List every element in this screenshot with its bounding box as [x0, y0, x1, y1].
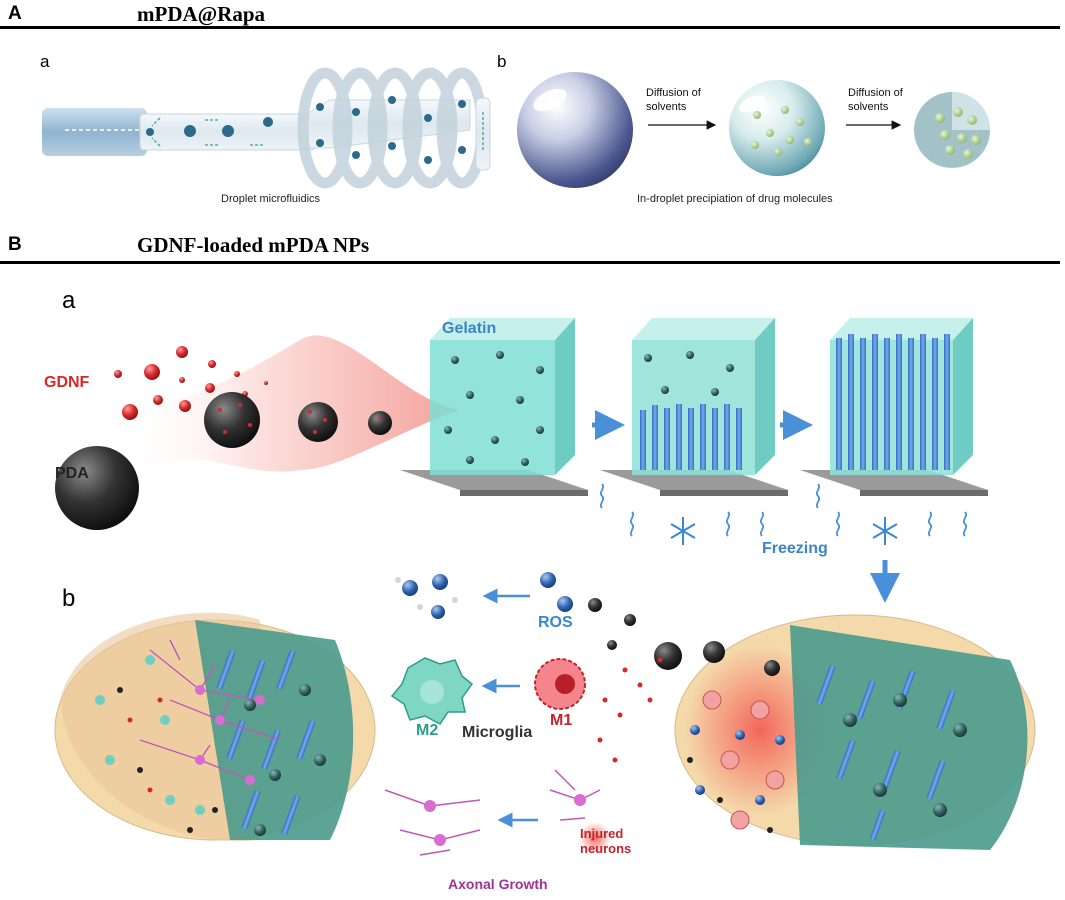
diffusion-label-1: Diffusion of solvents — [646, 86, 701, 114]
label-ros: ROS — [538, 614, 573, 631]
diffusion-label-2-line1: Diffusion of — [848, 87, 903, 99]
precipitating-droplet — [729, 80, 825, 176]
label-injured-neurons: Injured neurons — [580, 826, 631, 856]
gelatin-cube — [400, 318, 588, 496]
neurons — [384, 769, 601, 856]
diffusion-label-1-line2: solvents — [646, 101, 687, 113]
m2-microglia — [390, 657, 474, 725]
diffusion-label-1-line1: Diffusion of — [646, 87, 701, 99]
pda-nanoparticle — [55, 446, 139, 530]
gdnf-loading — [55, 335, 460, 530]
frozen-cube — [800, 318, 988, 496]
panel-b-divider — [0, 261, 1060, 264]
label-pda: PDA — [55, 465, 89, 482]
snowflake-icon — [670, 517, 898, 545]
diffusion-label-2: Diffusion of solvents — [848, 86, 903, 114]
partially-frozen-cube — [600, 318, 788, 496]
solvent-droplet — [517, 72, 633, 188]
panel-a-letter: A — [8, 3, 22, 24]
label-injured-line1: Injured — [580, 826, 624, 841]
diffusion-label-2-line2: solvents — [848, 101, 889, 113]
label-m1: M1 — [550, 712, 573, 729]
label-freezing: Freezing — [762, 540, 828, 557]
healed-spinal-scaffold — [54, 612, 376, 842]
panel-a-sub-a: a — [40, 52, 50, 71]
label-m2: M2 — [416, 722, 439, 739]
label-gelatin: Gelatin — [442, 320, 497, 337]
panel-b-sub-a: a — [62, 287, 76, 314]
injured-spinal-scaffold — [674, 614, 1036, 850]
label-axonal-growth: Axonal Growth — [448, 876, 548, 892]
panel-a-title: mPDA@Rapa — [137, 2, 266, 26]
panel-b-title: GDNF-loaded mPDA NPs — [137, 233, 370, 257]
label-gdnf: GDNF — [44, 374, 90, 391]
caption-in-droplet-precipitation: In-droplet precipiation of drug molecule… — [637, 193, 833, 205]
droplet-sequence — [517, 72, 990, 188]
label-injured-line2: neurons — [580, 841, 632, 856]
panel-b-sub-b: b — [62, 585, 76, 612]
panel-a-sub-b: b — [497, 52, 507, 71]
label-microglia: Microglia — [462, 724, 533, 741]
released-particles — [540, 572, 780, 763]
panel-a-divider — [0, 26, 1060, 29]
neutralized-ros — [395, 574, 458, 619]
microfluidic-device — [42, 67, 491, 189]
m1-microglia — [534, 658, 586, 710]
panel-b-letter: B — [8, 234, 22, 255]
caption-droplet-microfluidics: Droplet microfluidics — [221, 193, 321, 205]
freeze-wavy-lines — [599, 483, 968, 537]
